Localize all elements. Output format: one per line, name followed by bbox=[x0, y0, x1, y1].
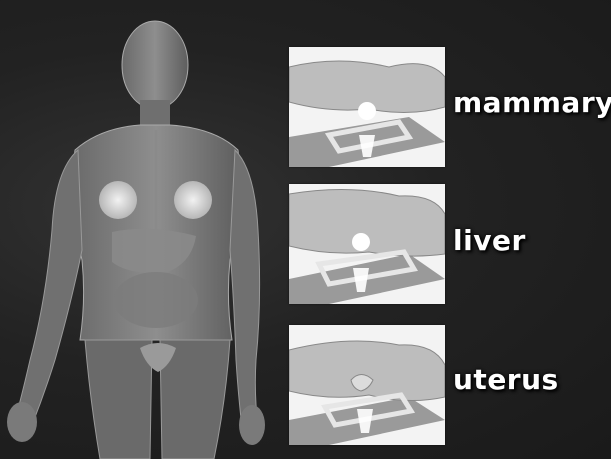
liver-label: liver bbox=[453, 224, 526, 257]
human-anatomy-figure bbox=[0, 0, 285, 459]
prone-patient-liver-ultrasound-icon bbox=[289, 184, 445, 304]
mammary-label: mammary bbox=[453, 86, 611, 119]
liver-ultrasound-panel bbox=[289, 184, 445, 304]
uterus-ultrasound-panel bbox=[289, 325, 445, 445]
prone-patient-uterus-ultrasound-icon bbox=[289, 325, 445, 445]
uterus-label: uterus bbox=[453, 363, 559, 396]
prone-patient-breast-ultrasound-icon bbox=[289, 47, 445, 167]
mammary-ultrasound-panel bbox=[289, 47, 445, 167]
human-anatomy-icon bbox=[0, 0, 285, 459]
